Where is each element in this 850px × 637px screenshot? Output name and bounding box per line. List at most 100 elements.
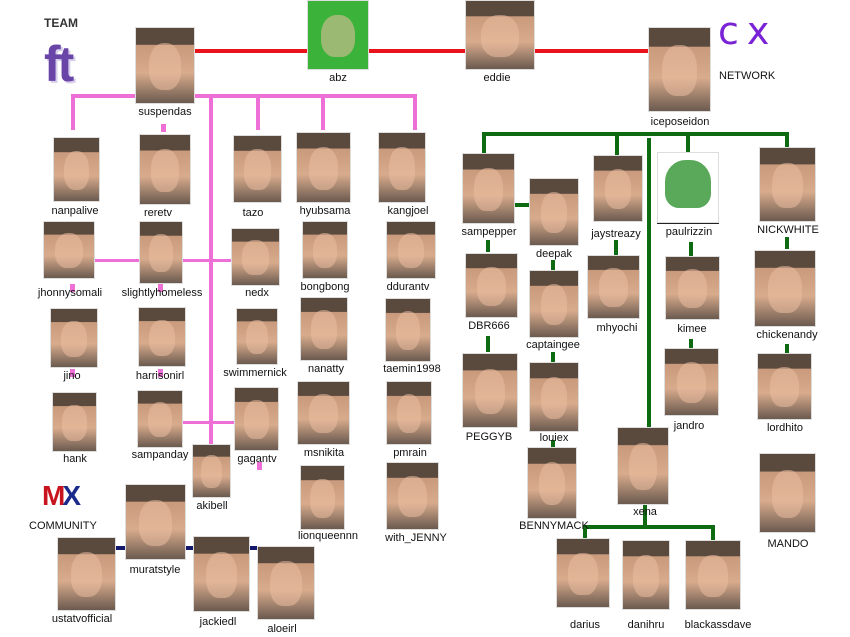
cx-network-label: NETWORK (719, 70, 776, 82)
green-connector-line (785, 237, 789, 249)
jino-name-label: jino (63, 370, 81, 382)
akibell-photo (192, 444, 231, 498)
tazo-name-label: tazo (242, 207, 264, 219)
nedx-name-label: nedx (245, 287, 269, 299)
green-connector-line (486, 336, 490, 352)
pink-connector-line (70, 369, 75, 377)
abz-photo (307, 0, 369, 70)
kangjoel-photo (378, 132, 426, 203)
ustatvofficial-photo (57, 537, 116, 611)
kangjoel-name-label: kangjoel (387, 205, 429, 217)
abz-name-label: abz (329, 72, 347, 84)
green-connector-line (689, 339, 693, 349)
paulrizzin-underline (657, 223, 719, 224)
paulrizzin-photo (657, 152, 719, 223)
mx-community-label: COMMUNITY (29, 520, 97, 532)
sampepper-photo (462, 153, 515, 224)
jaystreazy-photo (593, 155, 643, 222)
green-connector-line (689, 242, 693, 257)
green-connector-line (643, 505, 647, 527)
pink-connector-line (70, 284, 75, 292)
nanpalive-name-label: nanpalive (51, 205, 99, 217)
harrisonirl-photo (138, 307, 186, 367)
jackiedl-photo (193, 536, 250, 612)
gagantv-name-label: gagantv (237, 453, 277, 465)
iceposeidon-name-label: iceposeidon (650, 116, 710, 128)
dbr666-photo (465, 253, 518, 318)
nedx-photo (231, 228, 280, 286)
green-connector-line (482, 132, 486, 154)
captaingee-name-label: captaingee (526, 339, 580, 351)
green-connector-line (585, 525, 715, 529)
green-connector-line (583, 525, 587, 539)
chickenandy-photo (754, 250, 816, 327)
lordhito-name-label: lordhito (766, 422, 804, 434)
lionqueennn-name-label: lionqueennn (298, 530, 358, 542)
chickenandy-name-label: chickenandy (756, 329, 818, 341)
lordhito-photo (757, 353, 812, 420)
nanatty-name-label: nanatty (307, 363, 345, 375)
green-connector-line (615, 132, 619, 156)
green-connector-line (551, 260, 555, 270)
ddurantv-photo (386, 221, 436, 279)
darius-name-label: darius (570, 619, 600, 631)
jandro-name-label: jandro (673, 420, 705, 432)
nickwhite-name-label: NICKWHITE (757, 224, 819, 236)
hank-photo (52, 392, 97, 452)
hank-name-label: hank (63, 453, 87, 465)
muratstyle-name-label: muratstyle (129, 564, 181, 576)
pink-connector-line (73, 94, 415, 98)
harrisonirl-name-label: harrisonirl (135, 370, 185, 382)
red-connector-line (195, 49, 648, 53)
green-connector-line (785, 132, 789, 148)
suspendas-photo (135, 27, 195, 104)
green-connector-line (482, 132, 789, 136)
reretv-name-label: reretv (143, 207, 173, 219)
peggyb-name-label: PEGGYB (465, 431, 513, 443)
pmrain-name-label: pmrain (393, 447, 427, 459)
team-ft-logo-team: TEAM (44, 16, 78, 30)
mando-name-label: MANDO (767, 538, 809, 550)
dbr666-name-label: DBR666 (468, 320, 510, 332)
kimee-name-label: kimee (677, 323, 707, 335)
team-ft-logo-mark: ft (44, 36, 74, 92)
with-jenny-name-label: with_JENNY (385, 532, 447, 544)
nanatty-photo (300, 297, 348, 361)
paulrizzin-name-label: paulrizzin (665, 226, 713, 238)
pink-connector-line (257, 462, 262, 470)
jandro-photo (664, 348, 719, 416)
bennymack-name-label: BENNYMACK (519, 520, 589, 532)
xena-name-label: xena (633, 506, 657, 518)
nanpalive-photo (53, 137, 100, 202)
eddie-photo (465, 0, 535, 70)
eddie-name-label: eddie (483, 72, 511, 84)
cx-logo: cx (718, 9, 778, 53)
hyubsama-photo (296, 132, 351, 203)
louiex-photo (529, 362, 579, 432)
ddurantv-name-label: ddurantv (386, 281, 430, 293)
aloeirl-photo (257, 546, 315, 620)
tazo-photo (233, 135, 282, 203)
swimmernick-photo (236, 308, 278, 365)
blackassdave-name-label: blackassdave (684, 619, 752, 631)
mx-logo-x: X (62, 480, 81, 511)
green-connector-line (785, 344, 789, 354)
msnikita-name-label: msnikita (303, 447, 345, 459)
lionqueennn-photo (300, 465, 345, 530)
mx-logo-m: M (42, 480, 65, 511)
green-connector-line (647, 138, 651, 428)
gagantv-photo (234, 387, 279, 451)
green-connector-line (686, 132, 690, 153)
slightlyhomeless-name-label: slightlyhomeless (121, 287, 203, 299)
green-connector-line (551, 440, 555, 448)
pink-connector-line (161, 124, 166, 132)
with-jenny-photo (386, 462, 439, 530)
nickwhite-photo (759, 147, 816, 222)
sampanday-name-label: sampanday (131, 449, 189, 461)
pink-connector-line (256, 94, 260, 130)
deepak-name-label: deepak (535, 248, 573, 260)
mando-photo (759, 453, 816, 533)
taemin1998-name-label: taemin1998 (383, 363, 441, 375)
peggyb-photo (462, 353, 518, 428)
taemin1998-photo (385, 298, 431, 362)
